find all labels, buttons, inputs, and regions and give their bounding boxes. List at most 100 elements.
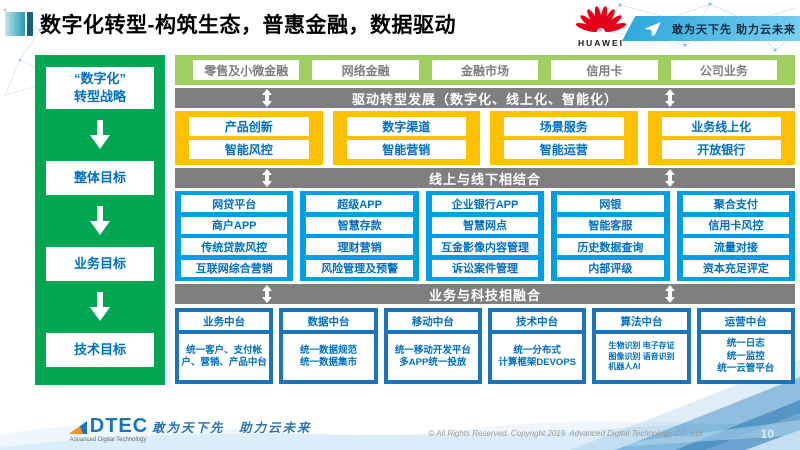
down-arrow-icon xyxy=(89,109,111,161)
down-arrow-icon xyxy=(89,195,111,247)
business-line-box: 网络金融 xyxy=(312,60,419,80)
capability-box: 智能运营 xyxy=(504,140,624,159)
application-box: 诉讼案件管理 xyxy=(431,259,539,277)
down-arrow-icon xyxy=(89,281,111,333)
application-box: 互联网综合营销 xyxy=(181,259,288,277)
biz-tech-bar: 业务与科技相融合 xyxy=(175,284,795,304)
updown-arrow-icon xyxy=(261,169,272,192)
application-box: 聚合支付 xyxy=(682,195,790,212)
strategy-box-1: 整体目标 xyxy=(46,161,154,195)
platform-section: 业务中台统一客户、支付帐户、营销、产品中台数据中台统一数据规范 统一数据集市移动… xyxy=(175,308,795,384)
platform-title-box: 移动中台 xyxy=(387,312,478,330)
platform-title-box: 业务中台 xyxy=(179,312,270,330)
platform-column: 移动中台统一移动开发平台 多APP统一投放 xyxy=(383,308,482,384)
title-accent-bar-dark xyxy=(27,12,33,36)
banner-slogan: 敢为天下先 助力云未来 xyxy=(672,23,797,36)
drive-transform-label: 驱动转型发展（数字化、线上化、智能化） xyxy=(351,91,618,107)
footer-slogan: 敢为天下先 助力云未来 xyxy=(152,421,312,435)
copyright-text: © All Rights Reserved. Copyright 2019. A… xyxy=(428,429,702,438)
platform-content-box: 统一日志 统一监控 统一云管平台 xyxy=(700,334,791,380)
application-box: 互金影像内容管理 xyxy=(431,238,539,256)
business-line-box: 公司业务 xyxy=(670,60,778,80)
capability-column: 数字渠道智能营销 xyxy=(332,111,480,165)
slogan-banner: 敢为天下先 助力云未来 xyxy=(622,16,800,41)
title-accent-bar xyxy=(5,12,25,36)
paper-plane-icon xyxy=(644,21,661,36)
business-line-box: 信用卡 xyxy=(551,60,658,80)
platform-column: 运营中台统一日志 统一监控 统一云管平台 xyxy=(696,308,795,384)
dtec-logo-block: DTEC Advanced Digital Technology xyxy=(58,416,158,443)
capability-box: 产品创新 xyxy=(189,117,309,136)
dtec-subtext: Advanced Digital Technology xyxy=(69,437,147,443)
strategy-box-0: “数字化” 转型战略 xyxy=(46,67,154,109)
capability-box: 数字渠道 xyxy=(346,117,466,136)
application-box: 流量对接 xyxy=(682,238,790,256)
application-box: 网银 xyxy=(557,195,664,212)
platform-content-box: 生物识别 电子存证 图像识别 语音识别 机器人AI xyxy=(596,334,687,380)
capability-box: 业务线上化 xyxy=(661,117,781,136)
online-offline-label: 线上与线下相结合 xyxy=(428,171,541,187)
application-box: 企业银行APP xyxy=(431,195,539,212)
application-box: 历史数据查询 xyxy=(557,238,664,256)
updown-arrow-icon xyxy=(664,89,675,112)
application-column: 聚合支付信用卡风控流量对接资本充足评定 xyxy=(676,191,796,281)
platform-title-box: 技术中台 xyxy=(491,312,583,330)
application-box: 商户APP xyxy=(181,216,288,234)
drive-transform-bar: 驱动转型发展（数字化、线上化、智能化） xyxy=(175,88,795,108)
application-box: 理财营销 xyxy=(306,238,413,256)
application-box: 智能客服 xyxy=(557,216,664,234)
biz-tech-label: 业务与科技相融合 xyxy=(428,287,541,303)
platform-title-box: 运营中台 xyxy=(700,312,791,330)
capability-column: 业务线上化开放银行 xyxy=(647,111,795,165)
application-box: 风险管理及预警 xyxy=(306,259,413,277)
huawei-logo-block: HUAWEI xyxy=(575,3,627,48)
application-box: 超级APP xyxy=(306,195,413,212)
application-box: 传统贷款风控 xyxy=(181,238,288,256)
page-title: 数字化转型-构筑生态，普惠金融，数据驱动 xyxy=(40,14,456,37)
business-line-box: 零售及小微金融 xyxy=(193,60,300,80)
capability-column: 场景服务智能运营 xyxy=(490,111,638,165)
platform-content-box: 统一数据规范 统一数据集市 xyxy=(283,334,374,380)
capability-box: 开放银行 xyxy=(661,140,781,159)
updown-arrow-icon xyxy=(664,169,675,192)
capability-section: 产品创新智能风控数字渠道智能营销场景服务智能运营业务线上化开放银行 xyxy=(175,111,795,165)
strategy-box-2: 业务目标 xyxy=(46,247,154,281)
online-offline-bar: 线上与线下相结合 xyxy=(175,168,795,188)
capability-column: 产品创新智能风控 xyxy=(175,111,323,165)
platform-title-box: 算法中台 xyxy=(596,312,687,330)
application-column: 企业银行APP 智慧网点互金影像内容管理诉讼案件管理 xyxy=(425,191,545,281)
updown-arrow-icon xyxy=(261,89,272,112)
business-line-box: 金融市场 xyxy=(431,60,539,80)
application-box: 网贷平台 xyxy=(181,195,288,212)
capability-box: 智能风控 xyxy=(189,140,309,159)
updown-arrow-icon xyxy=(261,285,272,308)
platform-content-box: 统一移动开发平台 多APP统一投放 xyxy=(387,334,478,380)
platform-content-box: 统一分布式 计算框架DEVOPS xyxy=(491,334,583,380)
application-column: 网银智能客服历史数据查询内部评级 xyxy=(551,191,670,281)
strategy-panel: “数字化” 转型战略整体目标业务目标技术目标 xyxy=(35,55,165,385)
slide-header: 数字化转型-构筑生态，普惠金融，数据驱动 HUAWEI 敢为天下先 助力云未来 xyxy=(0,0,800,52)
strategy-box-3: 技术目标 xyxy=(46,333,154,367)
platform-column: 数据中台统一数据规范 统一数据集市 xyxy=(279,308,378,384)
application-box: 内部评级 xyxy=(557,259,664,277)
huawei-wordmark: HUAWEI xyxy=(578,38,624,48)
business-lines-row: 零售及小微金融网络金融金融市场信用卡公司业务 xyxy=(175,55,795,85)
main-diagram: 零售及小微金融网络金融金融市场信用卡公司业务 驱动转型发展（数字化、线上化、智能… xyxy=(175,55,796,384)
application-box: 资本充足评定 xyxy=(682,259,790,277)
platform-column: 算法中台生物识别 电子存证 图像识别 语音识别 机器人AI xyxy=(592,308,691,384)
page-number: 10 xyxy=(760,427,774,441)
dtec-logo-icon xyxy=(68,421,87,434)
platform-title-box: 数据中台 xyxy=(283,312,374,330)
platform-column: 技术中台统一分布式 计算框架DEVOPS xyxy=(487,308,587,384)
dtec-wordmark: DTEC xyxy=(89,415,149,437)
updown-arrow-icon xyxy=(664,285,675,308)
platform-column: 业务中台统一客户、支付帐户、营销、产品中台 xyxy=(175,308,274,384)
platform-content-box: 统一客户、支付帐户、营销、产品中台 xyxy=(179,334,270,380)
application-box: 智慧网点 xyxy=(431,216,539,234)
capability-box: 场景服务 xyxy=(504,117,624,136)
huawei-flower-icon xyxy=(575,6,627,32)
application-box: 信用卡风控 xyxy=(682,216,790,234)
application-column: 网贷平台商户APP 传统贷款风控互联网综合营销 xyxy=(175,191,294,281)
